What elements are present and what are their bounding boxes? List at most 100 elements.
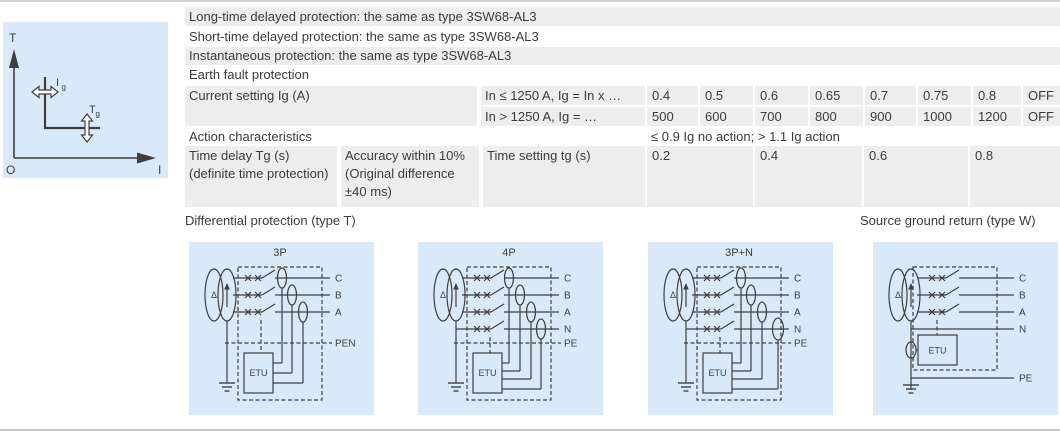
bus-label: PE (564, 339, 578, 350)
switch-blade (261, 303, 276, 313)
origin-label: O (6, 163, 15, 177)
value-cell: 0.5 (700, 86, 753, 105)
diagram-title: 4P (502, 247, 515, 259)
row-short-time: Short-time delayed protection: the same … (189, 29, 539, 44)
switch-blade (945, 269, 960, 279)
action-characteristics-value: ≤ 0.9 Ig no action; > 1.1 Ig action (651, 129, 840, 144)
accuracy-line-2: (Original difference (345, 166, 455, 181)
i-axis-label: I (158, 163, 161, 177)
phase-label: B (1019, 291, 1026, 302)
phase-label: A (1019, 308, 1026, 319)
breaker-frame (237, 266, 323, 401)
value-cell: 1200 (973, 107, 1021, 126)
ground-icon (903, 384, 919, 394)
value-cell: 0.8 (973, 86, 1021, 105)
etu-box (702, 352, 733, 394)
etu-label: ETU (479, 368, 497, 378)
switch-blade (490, 320, 505, 330)
time-delay-line-2: (definite time protection) (189, 166, 329, 181)
row-long-time: Long-time delayed protection: the same a… (185, 7, 1060, 26)
etu-label: ETU (709, 368, 727, 378)
phase-label: B (794, 291, 801, 302)
phase-label: N (564, 325, 571, 336)
switch-blade (720, 286, 735, 296)
tg-adjust-arrow-icon (80, 113, 94, 143)
phase-label: A (335, 308, 342, 319)
switch-blade (490, 269, 505, 279)
switch-blade (720, 269, 735, 279)
bus-label: PE (794, 339, 808, 350)
switch-blade (261, 269, 276, 279)
ig-adjust-arrow-icon (31, 85, 59, 99)
breaker-frame (696, 266, 782, 401)
time-delay-line-1: Time delay Tg (s) (189, 148, 290, 163)
switch-blade (945, 286, 960, 296)
value-cell: 0.6 (864, 146, 968, 207)
value-cell: 0.6 (755, 86, 808, 105)
value-cell: 1000 (918, 107, 971, 126)
accuracy-line-1: Accuracy within 10% (345, 148, 465, 163)
diagram-title: 3P+N (725, 247, 753, 259)
breaker-frame (912, 266, 998, 371)
value-cell: 0.4 (755, 146, 862, 207)
pe-label: PE (1019, 374, 1033, 385)
delta-symbol: Δ (440, 290, 446, 300)
ground-icon (219, 382, 235, 392)
phase-label: C (794, 274, 801, 285)
caption-differential-protection: Differential protection (type T) (185, 213, 356, 228)
switch-blade (945, 303, 960, 313)
etu-box (243, 352, 274, 394)
delta-symbol: Δ (895, 290, 901, 300)
switch-blade (490, 303, 505, 313)
ground-icon (678, 382, 694, 392)
svg-text:g: g (96, 110, 100, 119)
current-setting-label-cell: Current setting Ig (A) (185, 86, 477, 126)
breaker-frame (466, 266, 552, 401)
t-axis-label: T (9, 31, 17, 45)
row-earth-fault: Earth fault protection (189, 67, 309, 82)
transformer-icon: Δ (204, 268, 237, 322)
time-setting-label-cell: Time setting tg (s) (483, 146, 645, 207)
tg-label: T (89, 104, 96, 116)
switch-blade (490, 286, 505, 296)
phase-label: C (564, 274, 571, 285)
phase-label: B (564, 291, 571, 302)
phase-label: C (1019, 274, 1026, 285)
accuracy-cell: Accuracy within 10% (Original difference… (341, 146, 479, 207)
value-cell: 0.7 (865, 86, 916, 105)
value-cell: 900 (865, 107, 916, 126)
row-instantaneous: Instantaneous protection: the same as ty… (185, 47, 1060, 65)
phase-label: N (794, 325, 801, 336)
transformer-icon: Δ (663, 268, 696, 322)
value-cell: 500 (647, 107, 698, 126)
value-cell: 800 (810, 107, 863, 126)
svg-text:g: g (62, 83, 66, 92)
ground-icon (448, 382, 464, 392)
value-cell: OFF (1023, 86, 1060, 105)
neutral-label: N (1019, 325, 1026, 336)
condition-cell-le-1250: In ≤ 1250 A, Ig = In x … (481, 86, 645, 105)
etu-label: ETU (929, 346, 947, 356)
value-cell: 0.8 (970, 146, 1060, 207)
switch-blade (720, 303, 735, 313)
transformer-icon: Δ (888, 268, 921, 322)
top-divider (0, 0, 1060, 2)
delta-symbol: Δ (670, 290, 676, 300)
bus-label: PEN (335, 339, 356, 350)
action-characteristics-label: Action characteristics (189, 129, 312, 144)
bottom-divider (0, 429, 1060, 431)
value-cell: 0.2 (647, 146, 753, 207)
accuracy-line-3: ±40 ms) (345, 184, 392, 199)
ig-label: I (56, 77, 59, 89)
etu-label: ETU (250, 368, 268, 378)
etu-box (472, 352, 503, 394)
